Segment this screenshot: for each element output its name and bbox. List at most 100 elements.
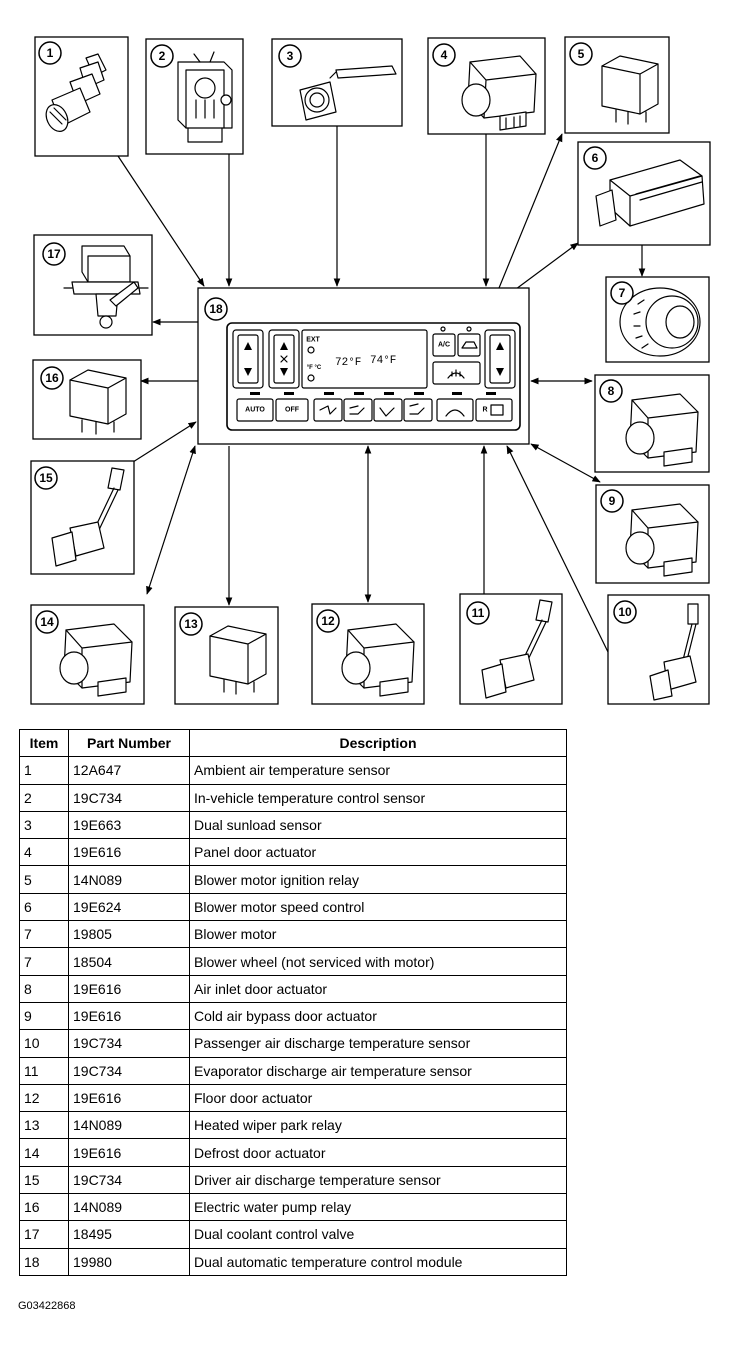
callout-18: 18 bbox=[204, 297, 228, 321]
callout-16: 16 bbox=[40, 366, 64, 390]
cell-desc: Panel door actuator bbox=[189, 838, 567, 867]
svg-text:5: 5 bbox=[578, 47, 585, 61]
cell-desc: Passenger air discharge temperature sens… bbox=[189, 1029, 567, 1058]
cell-item: 5 bbox=[19, 865, 69, 894]
panel-floor-icon bbox=[349, 405, 365, 415]
recirc-label: R bbox=[482, 407, 487, 414]
recirc-button bbox=[457, 333, 481, 357]
unit-indicator-icon bbox=[307, 374, 315, 382]
floor-mode-button bbox=[373, 398, 403, 422]
svg-text:18: 18 bbox=[209, 302, 223, 316]
svg-text:1: 1 bbox=[47, 46, 54, 60]
component-14-defrost-door-actuator bbox=[30, 604, 145, 705]
header-item: Item bbox=[19, 728, 69, 758]
cell-part: 19C734 bbox=[68, 783, 190, 812]
svg-text:9: 9 bbox=[609, 494, 616, 508]
cell-desc: Dual automatic temperature control modul… bbox=[189, 1247, 567, 1276]
up-arrow-icon bbox=[280, 342, 288, 350]
callout-5: 5 bbox=[569, 42, 593, 66]
cell-part: 19805 bbox=[68, 920, 190, 949]
auto-label: AUTO bbox=[245, 407, 265, 414]
svg-text:13: 13 bbox=[184, 617, 198, 631]
svg-text:12: 12 bbox=[321, 614, 335, 628]
svg-text:16: 16 bbox=[45, 371, 59, 385]
cell-item: 14 bbox=[19, 1138, 69, 1167]
cell-item: 9 bbox=[19, 1001, 69, 1031]
cell-part: 18495 bbox=[68, 1220, 190, 1249]
cell-item: 7 bbox=[19, 920, 69, 949]
passenger-temp-readout: 74°F bbox=[370, 355, 396, 367]
callout-11: 11 bbox=[466, 601, 490, 625]
ext-indicator-icon bbox=[307, 346, 315, 354]
actuator-drawing bbox=[625, 393, 699, 467]
svg-text:14: 14 bbox=[40, 615, 54, 629]
header-part-number: Part Number bbox=[68, 728, 190, 758]
table-header-row: Item Part Number Description bbox=[19, 728, 567, 758]
cell-part: 19E624 bbox=[68, 892, 190, 922]
sensor-drawing bbox=[51, 467, 125, 567]
relay-drawing bbox=[69, 369, 127, 435]
sensor-drawing bbox=[45, 53, 107, 132]
ac-label: A/C bbox=[438, 342, 450, 349]
actuator-drawing bbox=[461, 55, 537, 131]
relay-drawing bbox=[601, 55, 659, 125]
cell-part: 18504 bbox=[68, 947, 190, 976]
temperature-display: EXT °F °C 72°F 74°F bbox=[301, 329, 428, 389]
actuator-drawing bbox=[341, 623, 415, 697]
callout-12: 12 bbox=[316, 609, 340, 633]
component-18-dual-automatic-temperature-control-module: EXT °F °C 72°F 74°F A/C bbox=[197, 287, 530, 445]
floor-vent-icon bbox=[379, 407, 395, 417]
floor-defrost-mode-button bbox=[403, 398, 433, 422]
cell-part: 14N089 bbox=[68, 1111, 190, 1140]
cell-item: 4 bbox=[19, 838, 69, 867]
cell-desc: Dual coolant control valve bbox=[189, 1220, 567, 1249]
component-1-ambient-air-temperature-sensor bbox=[34, 36, 129, 157]
driver-temp-readout: 72°F bbox=[335, 357, 361, 369]
cell-desc: Electric water pump relay bbox=[189, 1193, 567, 1222]
component-12-floor-door-actuator bbox=[311, 603, 425, 705]
cell-part: 19E616 bbox=[68, 838, 190, 867]
svg-text:11: 11 bbox=[472, 606, 485, 620]
cell-item: 17 bbox=[19, 1220, 69, 1249]
cell-part: 19C734 bbox=[68, 1056, 190, 1085]
cell-desc: Blower motor speed control bbox=[189, 892, 567, 922]
auto-button bbox=[236, 398, 274, 422]
callout-circles: 1 2 3 4 5 6 7 8 9 10 11 12 13 14 15 16 1… bbox=[34, 41, 637, 636]
component-location-diagram: EXT °F °C 72°F 74°F A/C bbox=[30, 36, 711, 705]
svg-text:3: 3 bbox=[287, 49, 294, 63]
blower-drawing bbox=[619, 287, 701, 357]
svg-text:4: 4 bbox=[441, 48, 448, 62]
cell-item: 11 bbox=[19, 1056, 69, 1085]
svg-text:8: 8 bbox=[608, 384, 615, 398]
cell-item: 15 bbox=[19, 1165, 69, 1195]
callout-4: 4 bbox=[432, 43, 456, 67]
fan-speed-rocker bbox=[268, 329, 300, 389]
cell-part: 12A647 bbox=[68, 756, 190, 785]
cell-item: 2 bbox=[19, 783, 69, 812]
cell-item: 3 bbox=[19, 810, 69, 840]
callout-6: 6 bbox=[583, 146, 607, 170]
down-arrow-icon bbox=[244, 368, 252, 376]
down-arrow-icon bbox=[280, 368, 288, 376]
driver-temp-rocker bbox=[232, 329, 264, 389]
actuator-drawing bbox=[59, 623, 133, 697]
ac-button-group: A/C bbox=[432, 326, 481, 385]
windshield-defrost-icon bbox=[447, 369, 465, 379]
cell-desc: Dual sunload sensor bbox=[189, 810, 567, 840]
callout-1: 1 bbox=[38, 41, 62, 65]
cell-desc: Blower motor ignition relay bbox=[189, 865, 567, 894]
fan-icon bbox=[280, 355, 288, 363]
callout-14: 14 bbox=[35, 610, 59, 634]
cell-item: 8 bbox=[19, 974, 69, 1003]
cell-item: 13 bbox=[19, 1111, 69, 1140]
cell-part: 19C734 bbox=[68, 1029, 190, 1058]
svg-text:10: 10 bbox=[618, 605, 632, 619]
